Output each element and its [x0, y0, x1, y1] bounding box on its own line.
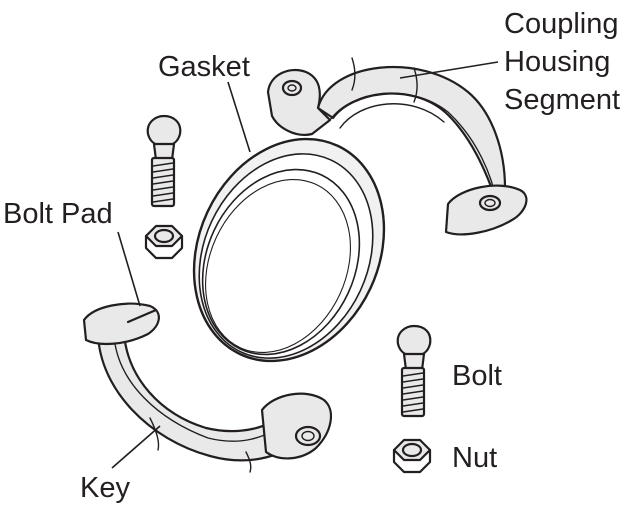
- hex-nut-icon: [144, 224, 184, 260]
- bolt-left: [146, 114, 182, 208]
- leader-bolt-pad: [117, 231, 141, 307]
- label-key: Key: [80, 472, 130, 504]
- gasket-ring: [192, 137, 386, 363]
- lower-housing-segment: [82, 302, 333, 473]
- label-gasket: Gasket: [158, 51, 250, 83]
- label-coupling-line3: Segment: [504, 84, 620, 116]
- nut-right: [392, 438, 432, 474]
- label-nut: Nut: [452, 442, 497, 474]
- leader-gasket: [227, 81, 251, 153]
- leader-key: [111, 425, 161, 469]
- label-coupling-line2: Housing: [504, 46, 610, 78]
- upper-housing-segment: [266, 57, 528, 236]
- label-bolt: Bolt: [452, 360, 502, 392]
- bolt-icon: [396, 324, 432, 418]
- leader-coupling: [399, 61, 499, 79]
- label-bolt-pad: Bolt Pad: [3, 198, 113, 230]
- label-coupling-line1: Coupling: [504, 8, 618, 40]
